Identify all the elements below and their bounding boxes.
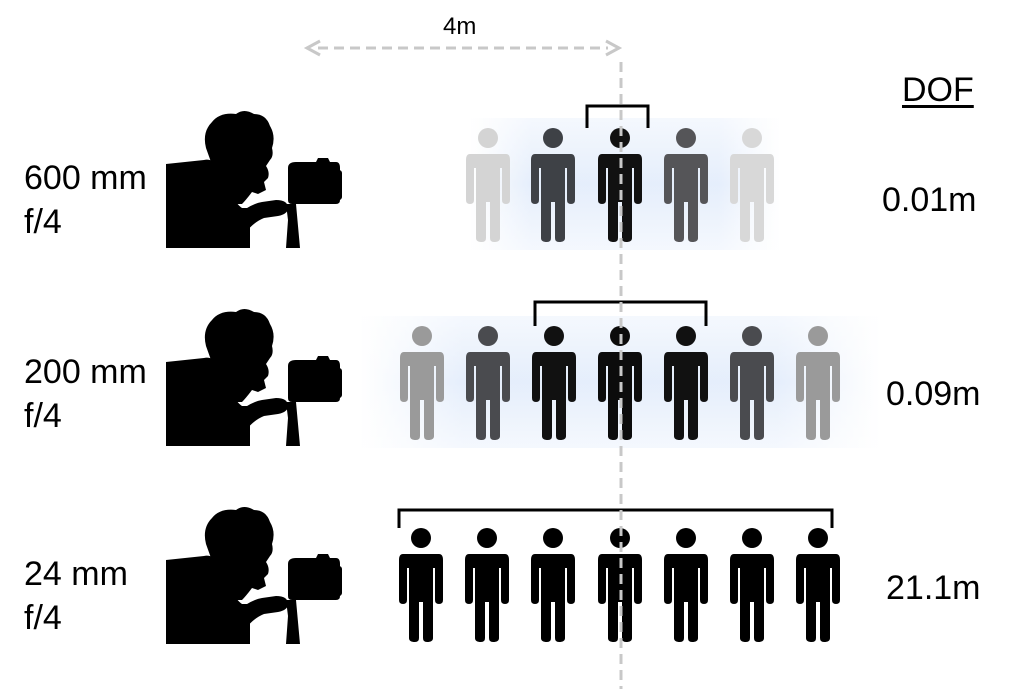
distance-arrow [303, 39, 623, 57]
focal-length-row3: 24 mm [24, 555, 128, 593]
dof-bracket-row1 [585, 104, 650, 128]
aperture-row1: f/4 [24, 203, 62, 241]
dof-value-row2: 0.09m [886, 375, 981, 413]
person-figure [531, 528, 575, 642]
dof-value-row1: 0.01m [882, 181, 977, 219]
photographer-silhouette-row2 [166, 309, 342, 446]
person-figure [664, 528, 708, 642]
photographer-silhouette-row3 [166, 507, 342, 644]
distance-label: 4m [443, 13, 477, 40]
aperture-row2: f/4 [24, 397, 62, 435]
person-figure [796, 528, 840, 642]
focal-length-row1: 600 mm [24, 159, 147, 197]
photographer-silhouette-row1 [166, 111, 342, 248]
person-figure [465, 528, 509, 642]
dof-header: DOF [902, 71, 974, 109]
dof-bracket-row3 [397, 508, 834, 528]
dof-value-row3: 21.1m [886, 569, 981, 607]
focal-length-row2: 200 mm [24, 353, 147, 391]
person-figure [730, 528, 774, 642]
aperture-row3: f/4 [24, 599, 62, 637]
person-figure [399, 528, 443, 642]
